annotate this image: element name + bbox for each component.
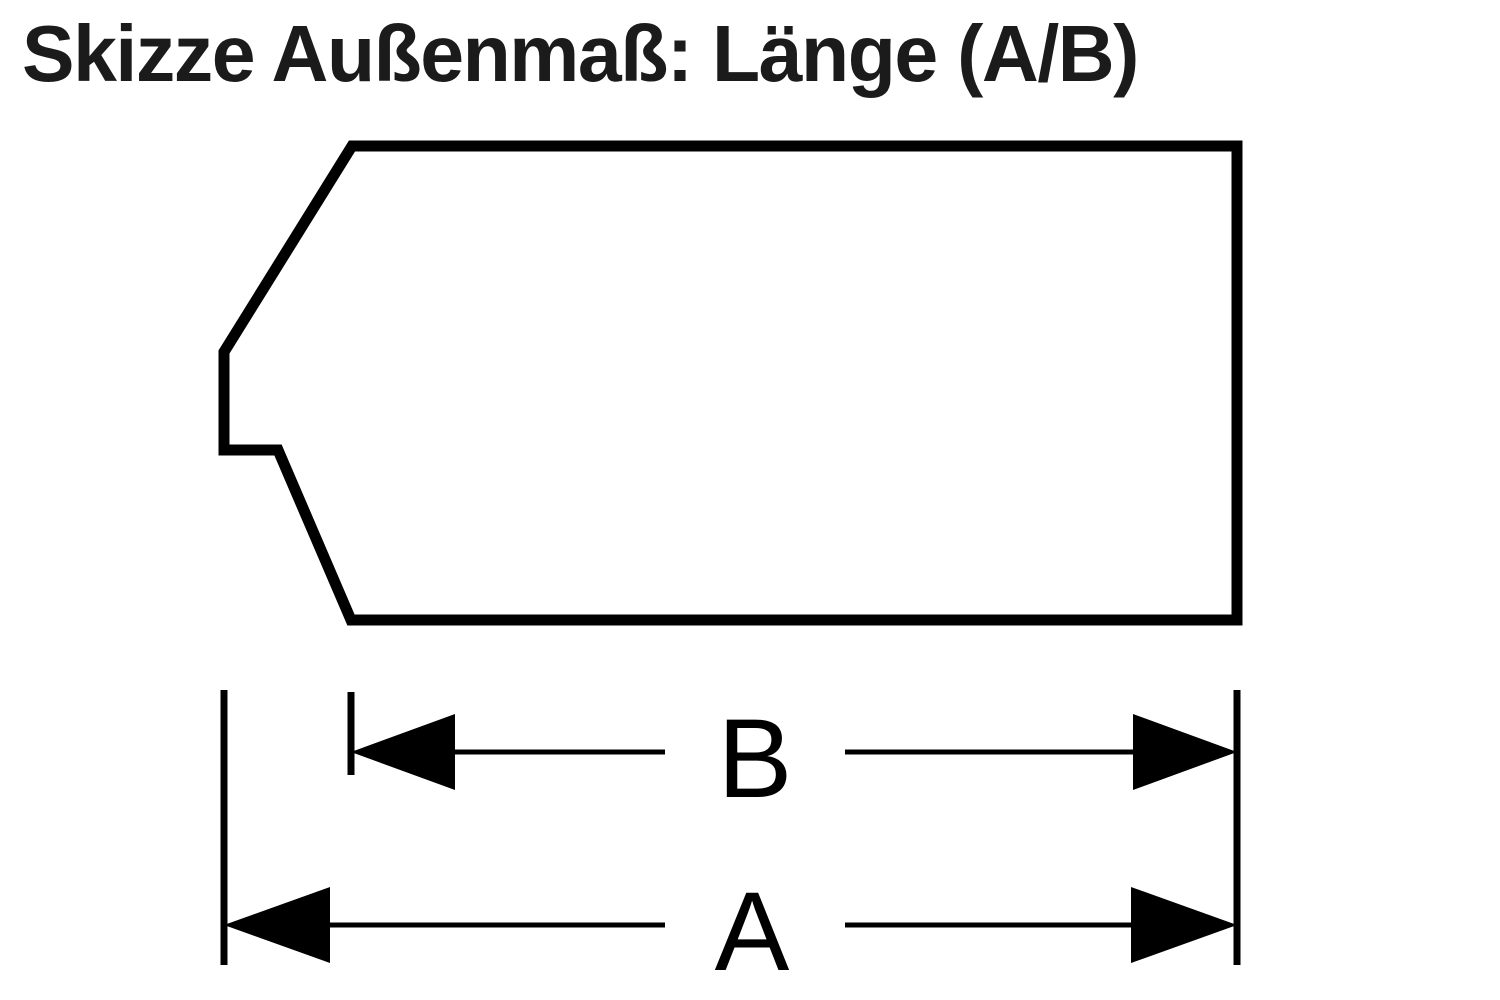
dimension-b-arrow-right [1133, 714, 1237, 790]
dimension-a-arrow-right [1131, 887, 1237, 963]
page-title: Skizze Außenmaß: Länge (A/B) [22, 9, 1139, 98]
dimension-b-arrow-left [351, 714, 455, 790]
dimension-b-label: B [718, 696, 793, 821]
dimension-a: A [220, 690, 1241, 994]
profile-outline-shape [218, 140, 1243, 626]
dimension-a-arrow-left [224, 887, 330, 963]
dimension-b: B [347, 692, 1237, 821]
dimension-a-label: A [715, 869, 790, 994]
